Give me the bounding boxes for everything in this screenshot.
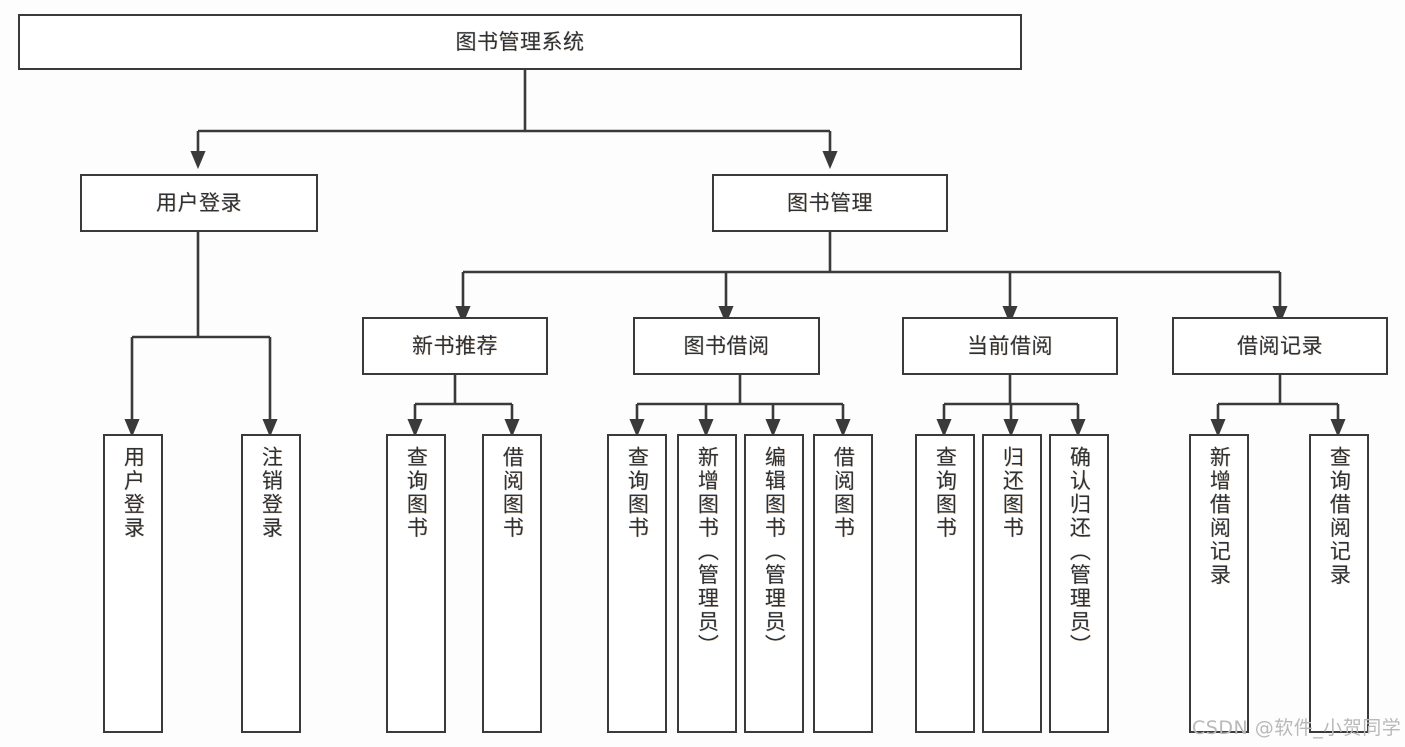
leaf-node-current-return-books[interactable]: 归还图书 (982, 434, 1042, 733)
leaf-node-record-query-borrow-record[interactable]: 查询借阅记录 (1309, 434, 1369, 733)
node-label: 新增图书（管理员） (695, 446, 720, 658)
node-label: 当前借阅 (967, 333, 1053, 358)
leaf-node-newbook-query-books[interactable]: 查询图书 (386, 434, 446, 733)
node-label: 借阅图书 (831, 446, 856, 540)
leaf-node-record-add-borrow-record[interactable]: 新增借阅记录 (1189, 434, 1249, 733)
leaf-node-user-login-signin[interactable]: 用户登录 (103, 434, 163, 733)
node-label: 查询图书 (404, 446, 429, 540)
leaf-node-current-confirm-return-admin[interactable]: 确认归还（管理员） (1049, 434, 1109, 733)
leaf-node-user-login-signout[interactable]: 注销登录 (241, 434, 301, 733)
node-user-login[interactable]: 用户登录 (80, 174, 318, 232)
node-book-borrow[interactable]: 图书借阅 (633, 317, 820, 375)
leaf-node-borrow-add-book-admin[interactable]: 新增图书（管理员） (677, 434, 737, 733)
node-label: 查询图书 (933, 446, 958, 540)
node-label: 注销登录 (259, 446, 284, 540)
node-label: 新增借阅记录 (1207, 446, 1232, 587)
leaf-node-current-query-books[interactable]: 查询图书 (915, 434, 975, 733)
node-label: 用户登录 (156, 190, 242, 215)
node-current-borrow[interactable]: 当前借阅 (902, 317, 1118, 375)
node-label: 借阅记录 (1237, 333, 1323, 358)
node-label: 编辑图书（管理员） (762, 446, 787, 658)
node-label: 查询图书 (625, 446, 650, 540)
node-root-system[interactable]: 图书管理系统 (18, 14, 1022, 70)
node-label: 图书管理 (787, 190, 873, 215)
node-label: 用户登录 (121, 446, 146, 540)
leaf-node-borrow-query-books[interactable]: 查询图书 (607, 434, 667, 733)
node-label: 图书借阅 (683, 333, 770, 358)
node-label: 借阅图书 (500, 446, 525, 540)
node-book-management[interactable]: 图书管理 (712, 174, 948, 232)
node-new-book-recommend[interactable]: 新书推荐 (362, 317, 548, 375)
node-borrow-record[interactable]: 借阅记录 (1172, 317, 1388, 375)
node-label: 图书管理系统 (455, 29, 585, 54)
node-label: 确认归还（管理员） (1067, 446, 1092, 658)
node-label: 归还图书 (1000, 446, 1025, 540)
node-label: 新书推荐 (412, 333, 498, 358)
csdn-watermark: CSDN @软件_小贺同学 (1192, 717, 1402, 739)
leaf-node-borrow-borrow-books[interactable]: 借阅图书 (813, 434, 873, 733)
leaf-node-newbook-borrow-books[interactable]: 借阅图书 (482, 434, 542, 733)
node-label: 查询借阅记录 (1327, 446, 1352, 587)
leaf-node-borrow-edit-book-admin[interactable]: 编辑图书（管理员） (744, 434, 804, 733)
